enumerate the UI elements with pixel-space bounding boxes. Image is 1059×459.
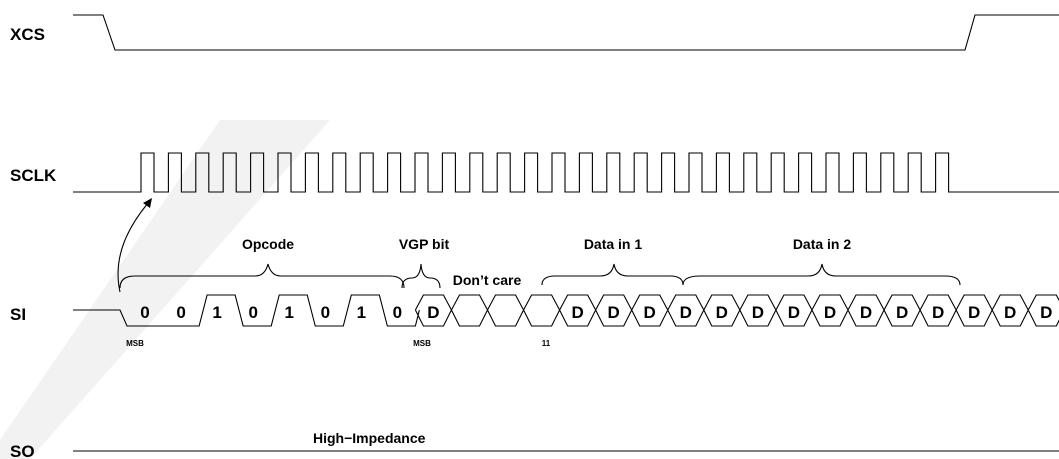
si-data-bit: D — [427, 303, 439, 322]
si-data-bit: D — [788, 303, 800, 322]
vgp-brace — [401, 263, 441, 289]
signal-label-si: SI — [10, 305, 26, 324]
si-data-bit: D — [896, 303, 908, 322]
arrow-head-icon — [143, 198, 152, 208]
msb-opcode-label: MSB — [126, 339, 144, 348]
si-opcode-bit: 1 — [212, 303, 221, 322]
si-data-bit: D — [932, 303, 944, 322]
sclk-waveform — [73, 152, 1059, 193]
opcode-brace — [119, 263, 405, 289]
si-data-bit: D — [608, 303, 620, 322]
signal-label-xcs: XCS — [10, 25, 45, 44]
si-data-bit: D — [1040, 303, 1052, 322]
si-opcode-bit: 0 — [140, 303, 149, 322]
si-bit-labels: 00101010DDDDDDDDDDDDDDDDD — [140, 303, 1052, 322]
signal-label-so: SO — [10, 442, 35, 459]
signal-label-sclk: SCLK — [10, 166, 57, 185]
si-opcode-bit: 0 — [393, 303, 402, 322]
high-impedance-label: High−Impedance — [313, 430, 426, 446]
data-in-2-label: Data in 2 — [793, 236, 852, 252]
si-data-bit: D — [644, 303, 656, 322]
si-data-bit: D — [968, 303, 980, 322]
watermark-stroke — [0, 120, 330, 459]
vgp-bit-label: VGP bit — [399, 236, 450, 252]
si-opcode-bit: 0 — [176, 303, 185, 322]
si-opcode-bit: 1 — [284, 303, 293, 322]
data-in-2-brace — [682, 263, 961, 286]
data-in-1-label: Data in 1 — [584, 236, 643, 252]
si-data-bit: D — [680, 303, 692, 322]
si-data-bit: D — [571, 303, 583, 322]
data-start-index-label: 11 — [542, 339, 551, 348]
clock-edge-arrow — [117, 202, 149, 293]
data-in-1-brace — [541, 263, 684, 286]
si-opcode-bit: 0 — [248, 303, 257, 322]
si-data-bit: D — [824, 303, 836, 322]
msb-vgp-label: MSB — [413, 339, 431, 348]
si-data-bit: D — [1004, 303, 1016, 322]
si-data-bit: D — [716, 303, 728, 322]
opcode-label: Opcode — [242, 236, 294, 252]
dont-care-label: Don’t care — [453, 272, 522, 288]
si-waveform — [73, 294, 1059, 327]
xcs-waveform — [73, 14, 1059, 51]
si-data-bit: D — [752, 303, 764, 322]
si-opcode-bit: 1 — [357, 303, 366, 322]
si-data-bit: D — [860, 303, 872, 322]
si-opcode-bit: 0 — [321, 303, 330, 322]
